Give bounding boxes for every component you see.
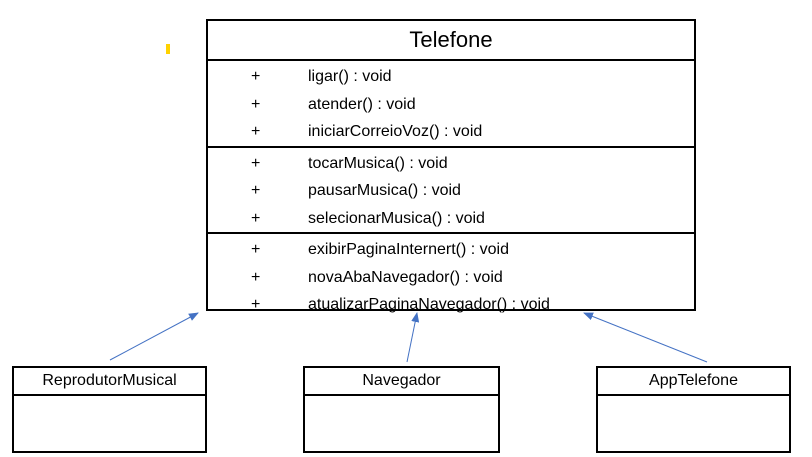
method-section-calls: + ligar() : void + atender() : void + in… [208,61,694,148]
class-telefone-name: Telefone [208,21,694,61]
visibility-marker: + [251,95,261,113]
method-section-browser: + exibirPaginaInternert() : void + novaA… [208,234,694,319]
class-navegador: Navegador [303,366,500,453]
method-signature: selecionarMusica() : void [308,209,485,227]
method-signature: tocarMusica() : void [308,154,448,172]
method-signature: pausarMusica() : void [308,182,461,199]
class-app-telefone-name: AppTelefone [598,368,789,396]
method-row: + pausarMusica() : void [208,177,694,205]
method-signature: novaAbaNavegador() : void [308,268,503,286]
visibility-marker: + [251,154,261,172]
class-app-telefone: AppTelefone [596,366,791,453]
class-navegador-name: Navegador [305,368,498,396]
class-reprodutor-musical: ReprodutorMusical [12,366,207,453]
method-row: + atualizarPaginaNavegador() : void [208,291,694,319]
method-signature: atender() : void [308,95,416,113]
method-row: + selecionarMusica() : void [208,205,694,233]
class-telefone: Telefone + ligar() : void + atender() : … [206,19,696,313]
method-signature: atualizarPaginaNavegador() : void [308,296,550,313]
visibility-marker: + [251,296,261,313]
method-row: + iniciarCorreioVoz() : void [208,118,694,146]
visibility-marker: + [251,241,261,258]
visibility-marker: + [251,123,261,140]
arrow-reprodutor-to-telefone [109,312,199,361]
yellow-marker [166,44,170,54]
arrow-navegador-to-telefone [406,312,420,363]
method-signature: iniciarCorreioVoz() : void [308,123,483,140]
visibility-marker: + [251,182,261,199]
method-row: + exibirPaginaInternert() : void [208,236,694,264]
visibility-marker: + [251,68,261,85]
method-signature: exibirPaginaInternert() : void [308,241,509,258]
method-row: + novaAbaNavegador() : void [208,264,694,292]
arrow-apptelefone-to-telefone [583,312,708,363]
visibility-marker: + [251,209,261,227]
method-signature: ligar() : void [308,68,392,85]
visibility-marker: + [251,268,261,286]
method-section-music: + tocarMusica() : void + pausarMusica() … [208,148,694,234]
method-row: + ligar() : void [208,63,694,91]
method-row: + atender() : void [208,91,694,119]
method-row: + tocarMusica() : void [208,150,694,178]
class-reprodutor-musical-name: ReprodutorMusical [14,368,205,396]
